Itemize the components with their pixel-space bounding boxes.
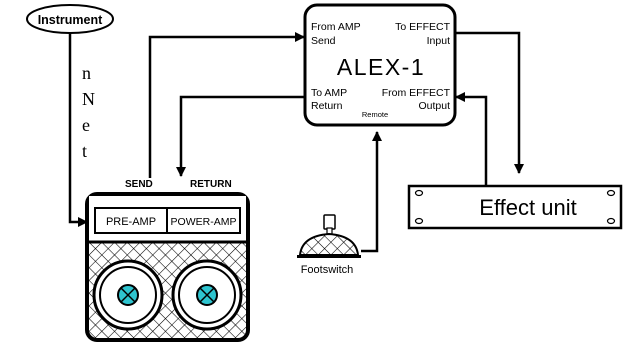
effect-unit-outline [407,184,623,230]
side-text-line-3: e [82,115,90,135]
alex-return-label: Return [311,100,343,112]
amp-return-label: RETURN [190,179,232,190]
poweramp-section [166,207,241,234]
amp-send-to-alex-connection [148,32,305,178]
poweramp-label: POWER-AMP [171,216,237,228]
amp-send-label: SEND [125,179,153,190]
left-speaker [92,259,164,331]
alex-output-label: Output [418,100,450,112]
effect-unit-screw [414,217,424,225]
footswitch: Footswitch [297,214,361,276]
side-text-line-4: t [82,141,88,161]
effect-unit-screw [606,189,616,197]
footswitch-to-alex-connection [361,131,382,253]
right-speaker [171,259,243,331]
effect-unit: Effect unit [407,184,623,230]
instrument-label: Instrument [38,13,103,27]
alex-name: ALEX-1 [337,54,425,80]
alex-input-label: Input [427,35,450,47]
footswitch-base [297,255,361,258]
amplifier: SEND RETURN PRE-AMP POWER-AMP [85,179,250,342]
alex-1-unit: From AMP Send To EFFECT Input ALEX-1 To … [303,3,457,127]
side-text-line-2: N [82,89,95,109]
effect-unit-label: Effect unit [479,195,576,220]
alex-send-label: Send [311,35,336,47]
footswitch-label: Footswitch [301,264,354,276]
footswitch-body [298,232,360,256]
alex-from-effect-label: From EFFECT [382,87,451,99]
instrument: Instrument [26,4,114,34]
alex-1-outline [303,3,457,127]
alex-from-amp-label: From AMP [311,21,361,33]
alex-return-to-amp-connection [176,95,306,177]
effect-to-alex-connection [455,92,488,185]
instrument-to-amp-connection [68,33,88,227]
preamp-section [94,207,168,234]
signal-connections [68,31,524,253]
effect-unit-screw [414,189,424,197]
side-text-line-1: n [82,63,91,83]
alex-to-effect-label: To EFFECT [395,21,450,33]
preamp-label: PRE-AMP [106,216,156,228]
alex-remote-label: Remote [362,110,388,119]
alex-to-amp-label: To AMP [311,87,347,99]
footswitch-button [323,214,336,230]
alex-to-effect-connection [455,31,524,174]
effect-unit-screw [606,217,616,225]
